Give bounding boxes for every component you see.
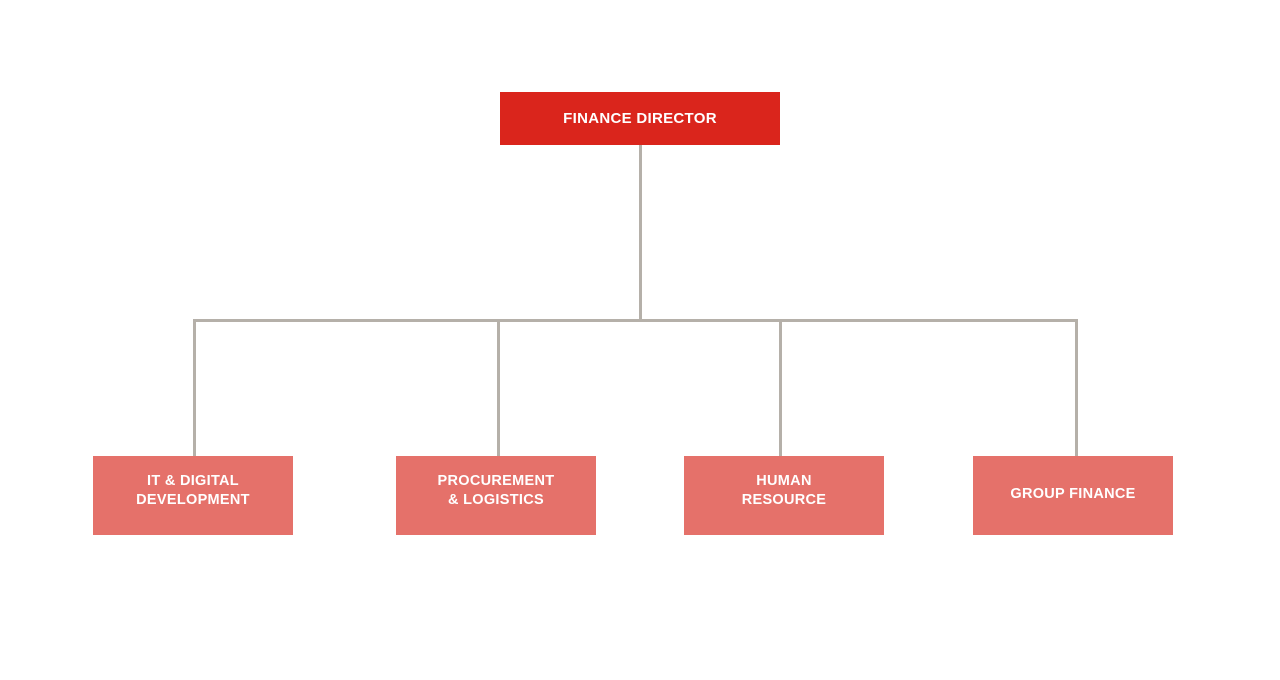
org-node-it-digital-development[interactable]: IT & DIGITAL DEVELOPMENT <box>93 456 293 535</box>
connector-drop-group-finance <box>1075 319 1078 456</box>
org-node-human-resource[interactable]: HUMAN RESOURCE <box>684 456 884 535</box>
connector-drop-human-resource <box>779 319 782 456</box>
connector-drop-procurement-logistics <box>497 319 500 456</box>
org-node-label: HUMAN RESOURCE <box>741 472 827 508</box>
org-node-group-finance[interactable]: GROUP FINANCE <box>973 456 1173 535</box>
connector-bus-horizontal <box>193 319 1078 322</box>
org-node-procurement-logistics[interactable]: PROCUREMENT & LOGISTICS <box>396 456 596 535</box>
org-node-label: FINANCE DIRECTOR <box>563 109 717 127</box>
connector-trunk-vertical <box>639 145 642 322</box>
org-node-label: IT & DIGITAL DEVELOPMENT <box>136 472 250 508</box>
org-node-label: GROUP FINANCE <box>1010 486 1136 503</box>
org-node-label: PROCUREMENT & LOGISTICS <box>437 472 555 508</box>
connector-drop-it-digital-development <box>193 319 196 456</box>
org-node-finance-director[interactable]: FINANCE DIRECTOR <box>500 92 780 145</box>
